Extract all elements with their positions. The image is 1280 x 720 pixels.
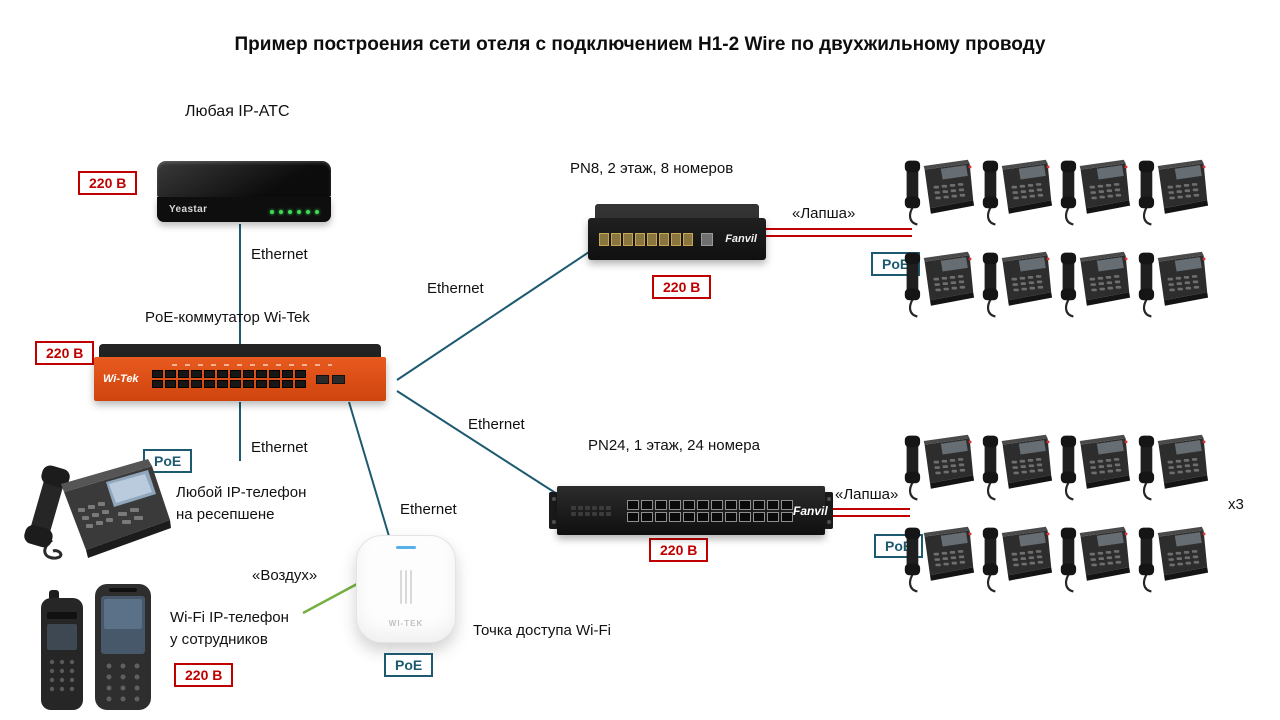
desk-phone [903,517,975,603]
access-point-label: Точка доступа Wi-Fi [473,622,611,639]
pn8-switch-device: Fanvil [588,204,766,262]
ethernet-label-ap: Ethernet [400,501,457,518]
wifi-access-point: WI-TEK [356,535,456,643]
desk-phone [1137,150,1209,236]
pn8-label: PN8, 2 этаж, 8 номеров [570,160,734,177]
pbx-top-panel [157,161,331,197]
desk-phone [981,242,1053,328]
pn24-rack-ear-left [549,492,558,529]
pbx-label: Любая IP-АТС [185,103,290,120]
access-point-body: WI-TEK [356,535,456,643]
pn24-status-leds [571,505,611,516]
desk-phone [903,242,975,328]
reception-ip-phone [22,450,172,565]
pn8-ports [599,232,693,246]
core-switch-device: Wi-Tek [94,344,386,401]
wifi-phone-label: Wi-Fi IP-телефон у сотрудников [170,607,289,651]
pbx-brand-logo: Yeastar [169,204,208,215]
pn24-ports [627,499,793,522]
access-point-brand-logo: WI-TEK [388,619,424,628]
desk-phone [981,425,1053,511]
pn24-label: PN24, 1 этаж, 24 номера [588,437,760,454]
wifi-ip-handsets [35,582,160,714]
wireless-line-ap-handsets [302,582,358,615]
wifi-phone-label-line2: у сотрудников [170,631,268,648]
pn8-front-panel: Fanvil [588,218,766,260]
desk-phone [1059,242,1131,328]
pn8-top-panel [595,204,759,218]
desk-phone [903,425,975,511]
power-badge-core-switch: 220 В [35,341,95,365]
desk-phone [1137,242,1209,328]
pbx-status-leds [265,201,319,219]
ethernet-label-reception: Ethernet [251,439,308,456]
desk-phone [1137,425,1209,511]
desk-phone [1137,517,1209,603]
ethernet-label-pbx: Ethernet [251,246,308,263]
poe-badge-access-point: PoE [384,653,434,677]
ethernet-line-switch-pn24 [396,390,569,502]
reception-phone-label-line1: Любой IP-телефон [176,484,307,501]
power-badge-pn24: 220 В [649,538,709,562]
wireless-label: «Воздух» [252,567,318,584]
reception-phone-label: Любой IP-телефон на ресепшене [176,482,306,526]
ethernet-label-pn8: Ethernet [427,280,484,297]
core-switch-front: Wi-Tek [94,357,386,401]
pbx-device: Yeastar [157,161,331,222]
ethernet-line-switch-pn8 [396,249,593,381]
power-badge-pbx: 220 В [78,171,138,195]
wifi-phone-label-line1: Wi-Fi IP-телефон [170,609,289,626]
desk-phone [1059,517,1131,603]
core-switch-top [99,344,381,357]
access-point-led [396,546,416,549]
pn24-brand-logo: Fanvil [793,503,828,518]
desk-phone [903,150,975,236]
ethernet-line-switch-ap [348,401,392,544]
pn24-switch-device: Fanvil [549,486,833,535]
pn24-multiplier-label: x3 [1228,496,1244,513]
diagram-title: Пример построения сети отеля с подключен… [234,34,1046,55]
core-switch-sfp-ports [315,374,345,384]
core-switch-brand-logo: Wi-Tek [103,373,139,385]
phone-group-floor1 [903,425,1215,609]
two-wire-label-pn24: «Лапша» [835,486,899,503]
pn8-brand-logo: Fanvil [725,233,757,245]
ethernet-label-pn24: Ethernet [468,416,525,433]
desk-phone [1059,150,1131,236]
desk-phone [981,150,1053,236]
power-badge-pn8: 220 В [652,275,712,299]
desk-phone [981,517,1053,603]
reception-phone-label-line2: на ресепшене [176,506,275,523]
pn24-front-panel: Fanvil [557,486,828,535]
pbx-front-panel: Yeastar [157,197,331,222]
access-point-vents [400,570,412,604]
core-switch-label: PoE-коммутатор Wi-Tek [145,309,310,326]
desk-phone [1059,425,1131,511]
pn24-rack-ear-right [824,492,833,529]
phone-group-floor2 [903,150,1215,334]
core-switch-ports [151,370,306,388]
power-badge-wifi-phone: 220 В [174,663,234,687]
two-wire-label-pn8: «Лапша» [792,205,856,222]
pn8-uplink-port [701,232,713,246]
